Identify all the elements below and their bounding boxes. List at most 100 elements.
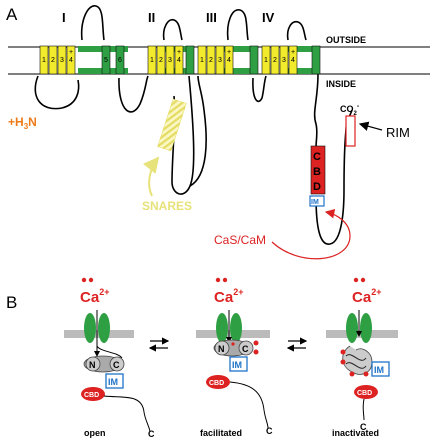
open-n-lobe	[85, 356, 101, 372]
im-label: IM	[311, 199, 319, 206]
inactivated-bound-ca-3	[349, 371, 355, 377]
n-terminus-suffix: N	[28, 115, 37, 129]
rim-arrow	[358, 121, 383, 131]
facilitated-c-lobe	[238, 340, 254, 356]
inactivated-ca-dot-1	[353, 277, 359, 283]
open-c-lobe	[109, 356, 125, 372]
state-facilitated: Ca2+ N C IM CBD C facilitated	[196, 277, 273, 438]
open-im-box	[105, 373, 124, 389]
open-ca-dot-1	[81, 277, 87, 283]
segment-iii-4-label: 4	[227, 57, 231, 64]
segment-i-2-label: 2	[51, 57, 55, 64]
facilitated-n-label: N	[218, 344, 225, 354]
segment-ii-4-label: 4	[177, 57, 181, 64]
linker-ii-iii-return	[189, 75, 207, 187]
inactivated-tail	[362, 398, 365, 421]
loop-iii-bottom	[222, 68, 258, 74]
segment-ii-6	[185, 45, 195, 75]
rim-label: RIM	[386, 125, 410, 140]
cas-cam-label: CaS/CaM	[214, 233, 266, 247]
segment-iii-charge-label: +	[227, 49, 231, 56]
segment-i-3-label: 3	[60, 57, 64, 64]
segment-ii-1-label: 1	[150, 57, 154, 64]
c-terminus-chain	[313, 73, 319, 149]
equilibrium-arrows-1	[148, 337, 170, 352]
facilitated-ca-superscript: 2+	[233, 287, 243, 297]
cbd-letter-b: B	[313, 166, 321, 178]
segment-ii-3	[165, 45, 175, 75]
snares-label: SNARES	[142, 199, 192, 213]
c-terminus-label: CO2-	[340, 103, 360, 117]
open-state-label: open	[84, 428, 106, 438]
inactivated-im-box	[371, 361, 390, 377]
c-terminus-subscript: 2	[354, 111, 358, 117]
open-n-label: N	[89, 360, 96, 370]
open-cbd-label: CBD	[84, 392, 99, 399]
open-ca-dot-2	[88, 277, 94, 283]
inactivated-ca-main: Ca	[352, 289, 372, 306]
facilitated-channel-left	[216, 313, 228, 343]
n-terminus-prefix: +H	[8, 115, 24, 129]
n-terminus-chain	[34, 75, 80, 110]
segment-iv-1	[261, 45, 271, 75]
snares-arrow	[143, 156, 160, 197]
domain-i-label: I	[62, 10, 66, 25]
open-tail	[103, 395, 151, 433]
cas-cam-arrow	[271, 208, 351, 260]
segment-iii-1-label: 1	[200, 57, 204, 64]
open-c-label: C	[113, 360, 120, 370]
loop-iii-top	[222, 46, 258, 52]
facilitated-c-label: C	[242, 344, 249, 354]
segment-iv-1-label: 1	[264, 57, 268, 64]
open-channel-left	[84, 313, 96, 343]
segment-iv-4	[288, 45, 298, 75]
facilitated-bound-ca-3	[231, 342, 235, 346]
panel-b-label: B	[6, 293, 17, 312]
polypeptide-backbone	[34, 5, 353, 245]
segment-ii-2-label: 2	[159, 57, 163, 64]
facilitated-ca-label: Ca2+	[214, 287, 243, 306]
segment-ii-4	[174, 45, 184, 75]
rim-binding-site	[345, 115, 356, 147]
linker-iii-iv	[252, 75, 267, 103]
open-ca-main: Ca	[80, 289, 100, 306]
segment-iii-6	[249, 45, 259, 75]
facilitated-n-lobe	[214, 340, 230, 356]
cbd-domain: C B D	[310, 145, 326, 195]
segment-iv-2-label: 2	[273, 57, 277, 64]
segment-iv-3-label: 3	[282, 57, 286, 64]
facilitated-tail	[229, 381, 269, 429]
inside-label: INSIDE	[326, 79, 356, 89]
segment-i-4-label: 4	[69, 57, 73, 64]
segment-iv-3	[279, 45, 289, 75]
segment-iii-2-label: 2	[209, 57, 213, 64]
domain-iv-label: IV	[262, 10, 275, 25]
segment-ii-3-label: 3	[168, 57, 172, 64]
segment-i-1	[39, 45, 49, 75]
snare-binding-site	[157, 98, 187, 152]
segment-i-5-label: 5	[104, 57, 108, 64]
inactivated-im-label: IM	[374, 365, 384, 375]
outside-label: OUTSIDE	[326, 35, 366, 45]
cbd-letter-c: C	[313, 151, 321, 163]
loop-iv-top	[282, 46, 320, 52]
inactivated-ca-superscript: 2+	[371, 287, 381, 297]
open-im-label: IM	[108, 377, 118, 387]
domain-iv-pore-loop	[286, 20, 307, 41]
open-linker	[96, 345, 123, 359]
segment-ii-2	[156, 45, 166, 75]
open-cbd	[81, 387, 105, 401]
open-c-end: C	[148, 429, 155, 439]
inactivated-bound-ca-2	[340, 359, 346, 365]
segment-i-1-label: 1	[42, 57, 46, 64]
domain-iv: 1 2 3 4 +	[261, 45, 321, 75]
segment-i-charge-label: +	[69, 49, 73, 56]
segment-iii-3	[215, 45, 225, 75]
n-terminus-label: +H3N	[8, 115, 37, 131]
inactivated-bound-ca-1	[340, 349, 346, 355]
inactivated-bound-ca-4	[363, 371, 369, 377]
c-terminus-superscript: -	[357, 103, 360, 110]
facilitated-ca-dot-1	[215, 277, 221, 283]
domain-iii-pore-loop	[226, 9, 249, 41]
